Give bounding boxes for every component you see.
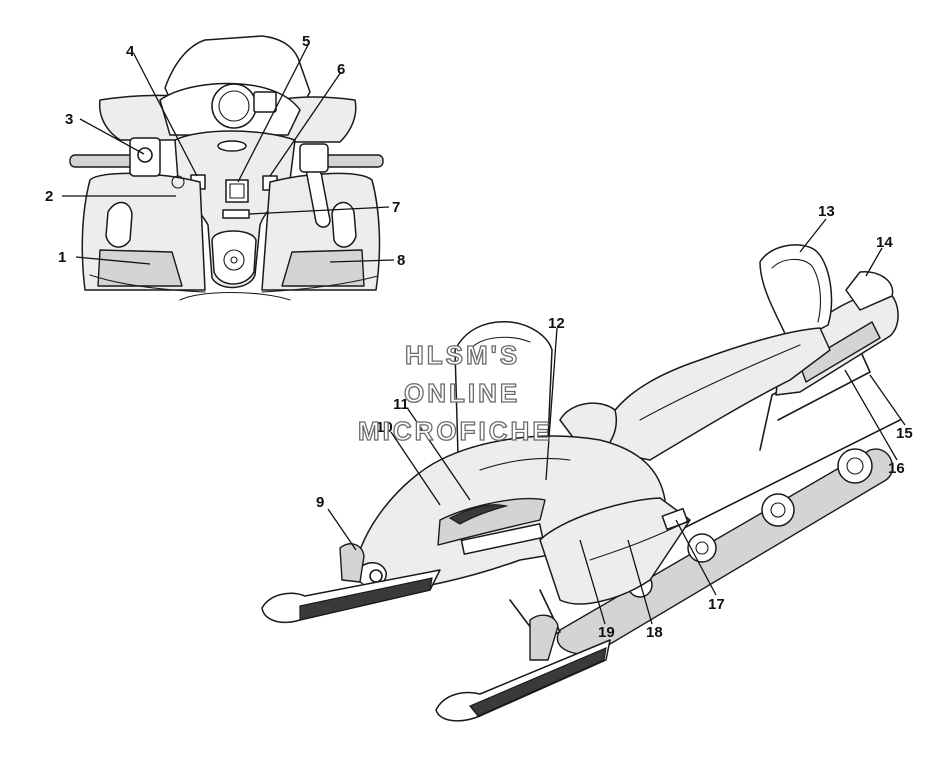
callout-5: 5 bbox=[302, 33, 310, 50]
watermark: HLSM'S ONLINE MICROFICHE bbox=[357, 339, 553, 446]
callout-2: 2 bbox=[45, 188, 53, 205]
callout-10: 10 bbox=[376, 419, 393, 436]
callout-9: 9 bbox=[316, 494, 324, 511]
callout-12: 12 bbox=[548, 315, 565, 332]
callout-15: 15 bbox=[896, 425, 913, 442]
watermark-line-1: HLSM'S bbox=[405, 340, 520, 370]
callout-19: 19 bbox=[598, 624, 615, 641]
callout-4: 4 bbox=[126, 43, 135, 60]
callout-16: 16 bbox=[888, 460, 905, 477]
snowmobile-view bbox=[261, 244, 901, 722]
leader-lines bbox=[62, 44, 906, 625]
callout-14: 14 bbox=[876, 234, 893, 251]
callout-7: 7 bbox=[392, 199, 400, 216]
callout-1: 1 bbox=[58, 249, 66, 266]
watermark-line-3: MICROFICHE bbox=[358, 416, 553, 446]
watermark-line-2: ONLINE bbox=[404, 378, 520, 408]
callout-8: 8 bbox=[397, 252, 405, 269]
callout-13: 13 bbox=[818, 203, 835, 220]
callout-17: 17 bbox=[708, 596, 725, 613]
callout-6: 6 bbox=[337, 61, 345, 78]
handlebar-view bbox=[69, 35, 384, 301]
callout-11: 11 bbox=[393, 396, 409, 413]
callout-3: 3 bbox=[65, 111, 73, 128]
callout-numbers: 1 2 3 4 5 6 7 8 9 10 11 12 13 14 15 16 1… bbox=[45, 33, 913, 641]
callout-18: 18 bbox=[646, 624, 663, 641]
